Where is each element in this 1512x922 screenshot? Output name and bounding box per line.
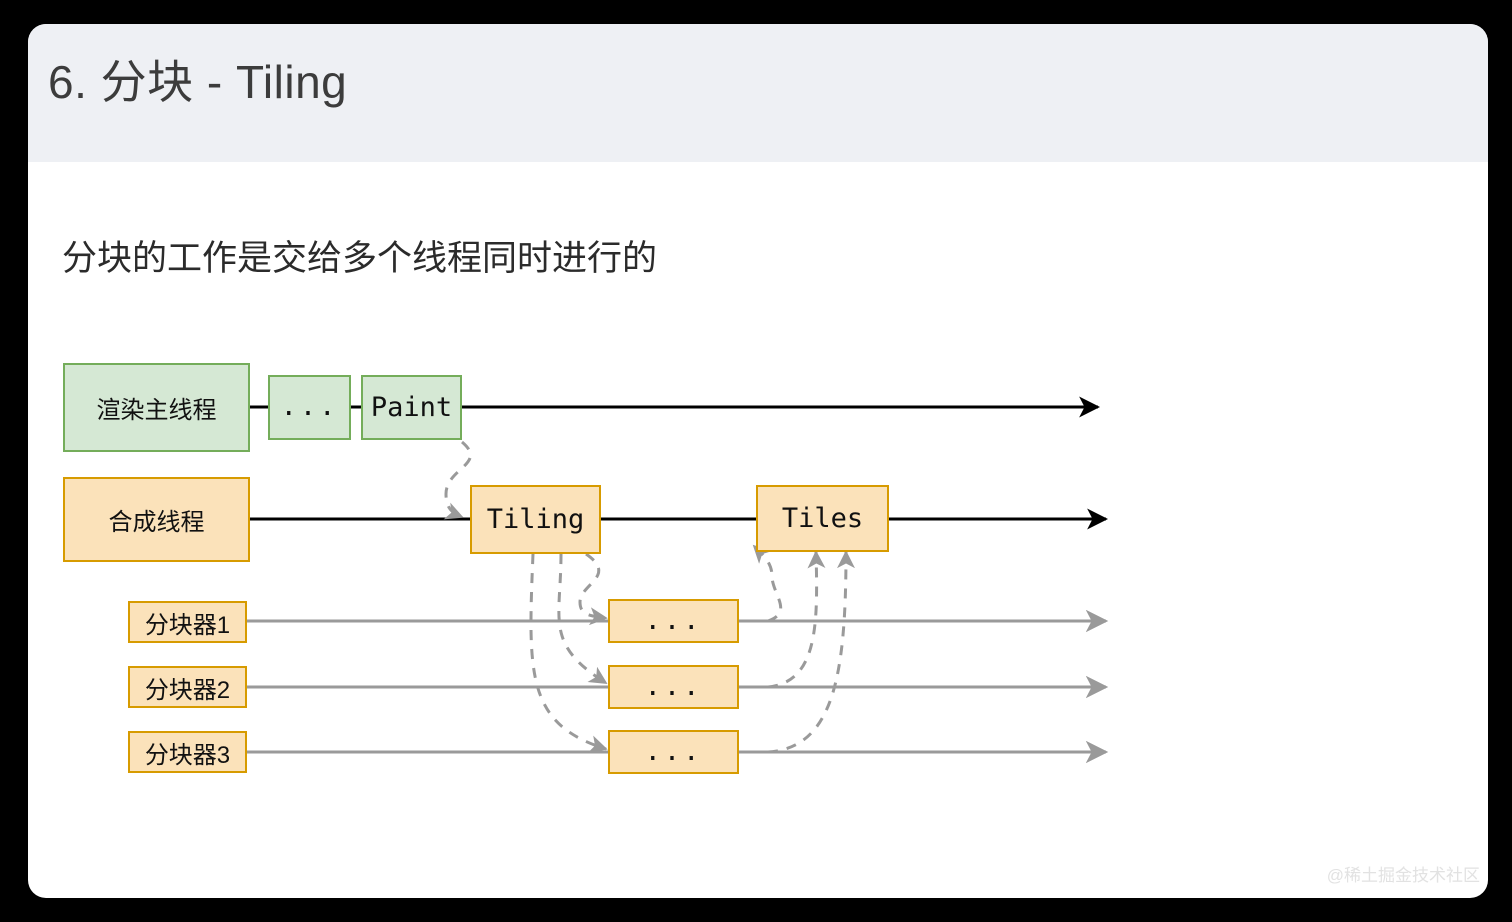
page-title: 6. 分块 - Tiling	[48, 56, 348, 108]
node-paint[interactable]: Paint	[361, 375, 462, 440]
slide-header	[28, 24, 1488, 162]
dashed-tiling-to-worker1	[578, 552, 608, 626]
node-paint-label: Paint	[370, 392, 453, 423]
lane-box-tiler-3[interactable]: 分块器3	[128, 731, 247, 773]
dashed-paint-to-tiling	[443, 440, 472, 520]
node-worker-2-ellipsis[interactable]: ...	[608, 665, 739, 709]
lane-box-compositor-thread[interactable]: 合成线程	[63, 477, 250, 562]
lane-label-tiler-2: 分块器2	[144, 676, 231, 704]
node-tiles[interactable]: Tiles	[756, 485, 889, 552]
node-main-ellipsis[interactable]: ...	[268, 375, 351, 440]
node-main-ellipsis-label: ...	[280, 391, 339, 423]
diagram-connectors	[247, 396, 1109, 764]
node-worker-3-ellipsis-label: ...	[644, 735, 703, 767]
lane-label-tiler-1: 分块器1	[144, 611, 231, 639]
node-worker-2-ellipsis-label: ...	[644, 670, 703, 702]
node-tiling-label: Tiling	[486, 504, 585, 535]
lane-box-tiler-1[interactable]: 分块器1	[128, 601, 247, 643]
lane-label-render-main-thread: 渲染主线程	[96, 397, 217, 424]
dashed-tiling-to-worker3	[529, 553, 608, 753]
dashed-tiling-to-worker2	[557, 553, 608, 685]
dashed-worker3-to-tiles	[767, 550, 855, 754]
lane-box-tiler-2[interactable]: 分块器2	[128, 666, 247, 708]
lane-label-compositor-thread: 合成线程	[108, 509, 205, 536]
dashed-worker2-to-tiles	[767, 550, 826, 689]
node-tiles-label: Tiles	[781, 503, 864, 534]
node-worker-1-ellipsis-label: ...	[644, 604, 703, 636]
node-tiling[interactable]: Tiling	[470, 485, 601, 554]
tiling-diagram: 渲染主线程 ... Paint 合成线程 Tiling Tiles 分块器1 .…	[28, 24, 1488, 898]
lane-box-render-main-thread[interactable]: 渲染主线程	[63, 363, 250, 452]
slide-card: 6. 分块 - Tiling 分块的工作是交给多个线程同时进行的	[28, 24, 1488, 898]
dashed-worker1-to-tiles	[752, 544, 783, 623]
watermark: @稀土掘金技术社区	[1326, 866, 1480, 885]
node-worker-1-ellipsis[interactable]: ...	[608, 599, 739, 643]
slide-subtitle: 分块的工作是交给多个线程同时进行的	[62, 239, 658, 278]
lane-label-tiler-3: 分块器3	[144, 741, 231, 769]
node-worker-3-ellipsis[interactable]: ...	[608, 730, 739, 774]
